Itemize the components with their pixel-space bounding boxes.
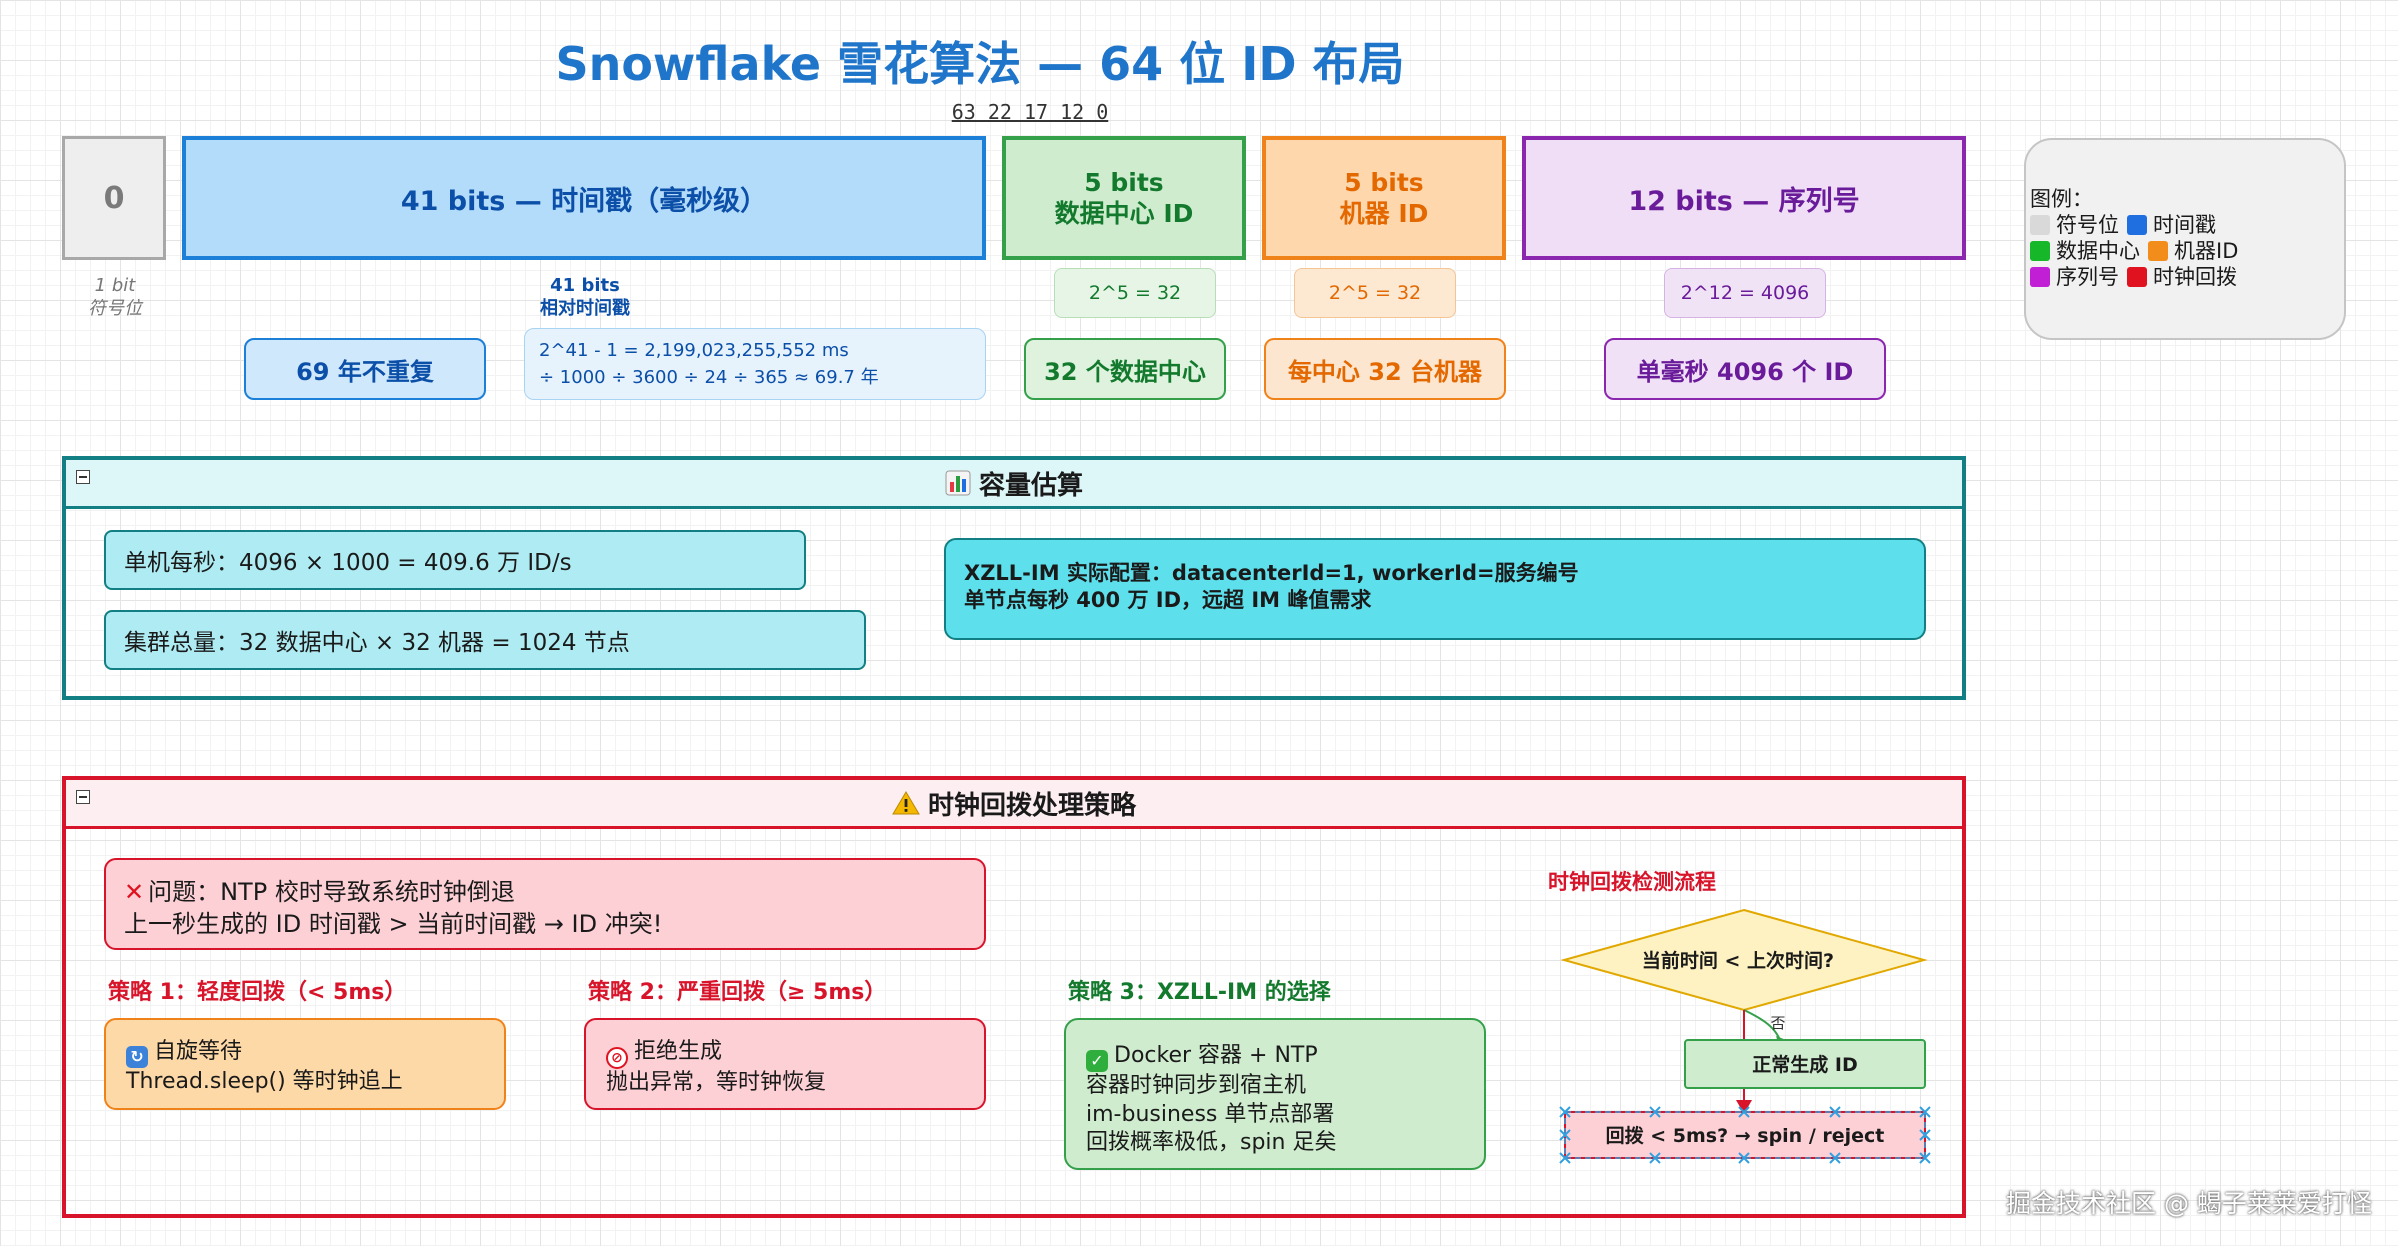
rollback-label: 回拨 < 5ms? → spin / reject bbox=[1606, 1124, 1885, 1147]
normal-generate-label: 正常生成 ID bbox=[1752, 1053, 1857, 1076]
legend-row-2: 数据中心 机器ID bbox=[2030, 238, 2344, 264]
check-icon: ✓ bbox=[1086, 1050, 1108, 1072]
prohibited-icon: ⊘ bbox=[606, 1047, 628, 1069]
legend-label-sequence: 序列号 bbox=[2056, 265, 2119, 289]
strategy-2-line-2: 抛出异常，等时钟恢复 bbox=[606, 1070, 827, 1095]
strategy-3-line-1: ✓ Docker 容器 + NTP bbox=[1086, 1042, 1464, 1072]
strategy-2-line-1: ⊘ 拒绝生成 bbox=[606, 1038, 964, 1069]
worker-summary: 每中心 32 台机器 bbox=[1264, 338, 1506, 400]
strategy-2-text-1: 拒绝生成 bbox=[634, 1039, 723, 1064]
datacenter-field-bits: 5 bits bbox=[1084, 167, 1164, 197]
strategy-1-title: 策略 1：轻度回拨（< 5ms） bbox=[108, 980, 407, 1005]
timestamp-note-label: 相对时间戳 bbox=[540, 298, 630, 320]
no-branch-label: 否 bbox=[1770, 1014, 1785, 1032]
clock-panel-title: 时钟回拨处理策略 bbox=[927, 790, 1136, 821]
page-title: Snowflake 雪花算法 — 64 位 ID 布局 bbox=[555, 37, 1405, 91]
legend: 图例： 符号位 时间戳 数据中心 机器ID 序列号 时钟回拨 bbox=[2024, 138, 2346, 340]
datacenter-field: 5 bits 数据中心 ID bbox=[1002, 136, 1246, 260]
collapse-button[interactable] bbox=[76, 470, 90, 484]
strategy-2-box: ⊘ 拒绝生成 抛出异常，等时钟恢复 bbox=[584, 1018, 986, 1110]
strategy-1-text-1: 自旋等待 bbox=[154, 1039, 243, 1064]
single-node-capacity: 单机每秒：4096 × 1000 = 409.6 万 ID/s bbox=[104, 530, 806, 590]
collapse-button[interactable] bbox=[76, 790, 90, 804]
sequence-summary: 单毫秒 4096 个 ID bbox=[1604, 338, 1886, 400]
legend-row-3: 序列号 时钟回拨 bbox=[2030, 264, 2344, 290]
config-line-2: 单节点每秒 400 万 ID，远超 IM 峰值需求 bbox=[964, 588, 1372, 613]
legend-label-clock: 时钟回拨 bbox=[2153, 265, 2237, 289]
cluster-capacity: 集群总量：32 数据中心 × 32 机器 = 1024 节点 bbox=[104, 610, 866, 670]
timestamp-note: 41 bits 相对时间戳 bbox=[510, 274, 660, 321]
strategy-3-text-1: Docker 容器 + NTP bbox=[1114, 1043, 1318, 1068]
timestamp-calculation: 2^41 - 1 = 2,199,023,255,552 ms ÷ 1000 ÷… bbox=[524, 328, 986, 400]
legend-swatch-sign bbox=[2030, 215, 2050, 235]
flow-title: 时钟回拨检测流程 bbox=[1548, 870, 1716, 894]
worker-exponent: 2^5 = 32 bbox=[1294, 268, 1456, 318]
strategy-3-line-3: im-business 单节点部署 bbox=[1086, 1101, 1335, 1127]
sequence-exponent: 2^12 = 4096 bbox=[1664, 268, 1826, 318]
legend-label-sign: 符号位 bbox=[2056, 213, 2119, 237]
yes-branch-arrowhead bbox=[1736, 1100, 1752, 1114]
legend-label-timestamp: 时间戳 bbox=[2153, 213, 2216, 237]
legend-swatch-datacenter bbox=[2030, 241, 2050, 261]
strategy-3-box: ✓ Docker 容器 + NTP 容器时钟同步到宿主机 im-business … bbox=[1064, 1018, 1486, 1170]
legend-label-datacenter: 数据中心 bbox=[2056, 239, 2140, 263]
bar-chart-icon bbox=[945, 470, 971, 496]
xzll-im-config: XZLL-IM 实际配置：datacenterId=1, workerId=服务… bbox=[944, 538, 1926, 640]
strategy-1-line-1: ↻ 自旋等待 bbox=[126, 1038, 484, 1068]
sequence-field: 12 bits — 序列号 bbox=[1522, 136, 1966, 260]
capacity-panel-title: 容量估算 bbox=[978, 470, 1083, 501]
capacity-panel-header: 容量估算 bbox=[66, 460, 1962, 509]
legend-label-worker: 机器ID bbox=[2174, 239, 2239, 263]
sign-bit-note-label: 符号位 bbox=[88, 298, 142, 320]
problem-line-2: 上一秒生成的 ID 时间戳 > 当前时间戳 → ID 冲突! bbox=[124, 910, 663, 939]
timestamp-note-bits: 41 bits bbox=[550, 275, 620, 296]
worker-field-label: 机器 ID bbox=[1339, 199, 1429, 228]
strategy-3-line-2: 容器时钟同步到宿主机 bbox=[1086, 1073, 1307, 1098]
problem-text-1: 问题：NTP 校时导致系统时钟倒退 bbox=[148, 878, 515, 906]
legend-swatch-clock bbox=[2127, 267, 2147, 287]
clock-panel-header: 时钟回拨处理策略 bbox=[66, 780, 1962, 829]
legend-row-1: 符号位 时间戳 bbox=[2030, 212, 2344, 238]
calc-line-2: ÷ 1000 ÷ 3600 ÷ 24 ÷ 365 ≈ 69.7 年 bbox=[539, 367, 879, 388]
strategy-1-box: ↻ 自旋等待 Thread.sleep() 等时钟追上 bbox=[104, 1018, 506, 1110]
worker-field-bits: 5 bits bbox=[1344, 167, 1424, 197]
legend-title: 图例： bbox=[2030, 187, 2093, 211]
sign-bit-note: 1 bit 符号位 bbox=[60, 274, 170, 321]
warning-icon bbox=[892, 791, 920, 815]
legend-swatch-worker bbox=[2148, 241, 2168, 261]
watermark: 掘金技术社区 @ 蝎子莱莱爱打怪 bbox=[2006, 1189, 2372, 1218]
datacenter-summary: 32 个数据中心 bbox=[1024, 338, 1226, 400]
refresh-icon: ↻ bbox=[126, 1046, 148, 1068]
strategy-1-line-2: Thread.sleep() 等时钟追上 bbox=[126, 1069, 403, 1094]
legend-swatch-sequence bbox=[2030, 267, 2050, 287]
strategy-3-title: 策略 3：XZLL-IM 的选择 bbox=[1068, 980, 1331, 1005]
normal-generate-node[interactable] bbox=[1684, 1039, 1926, 1089]
selection-handles bbox=[1559, 1106, 1931, 1164]
capacity-panel: 容量估算 bbox=[62, 456, 1966, 700]
timestamp-field: 41 bits — 时间戳（毫秒级） bbox=[182, 136, 986, 260]
years-summary: 69 年不重复 bbox=[244, 338, 486, 400]
problem-box: ✕问题：NTP 校时导致系统时钟倒退 上一秒生成的 ID 时间戳 > 当前时间戳… bbox=[104, 858, 986, 950]
decision-label: 当前时间 < 上次时间? bbox=[1642, 949, 1834, 972]
datacenter-field-label: 数据中心 ID bbox=[1054, 199, 1194, 228]
sign-bit-note-bits: 1 bit bbox=[94, 275, 136, 296]
config-line-1: XZLL-IM 实际配置：datacenterId=1, workerId=服务… bbox=[964, 561, 1579, 585]
calc-line-1: 2^41 - 1 = 2,199,023,255,552 ms bbox=[539, 340, 849, 361]
strategy-3-line-4: 回拨概率极低，spin 足矣 bbox=[1086, 1130, 1337, 1156]
bit-positions: 63 22 17 12 0 bbox=[951, 100, 1109, 124]
legend-swatch-timestamp bbox=[2127, 215, 2147, 235]
clock-rollback-panel: 时钟回拨处理策略 bbox=[62, 776, 1966, 1218]
cross-icon: ✕ bbox=[124, 878, 145, 906]
worker-field: 5 bits 机器 ID bbox=[1262, 136, 1506, 260]
strategy-2-title: 策略 2：严重回拨（≥ 5ms） bbox=[588, 980, 887, 1005]
sign-bit-field: 0 bbox=[62, 136, 166, 260]
datacenter-exponent: 2^5 = 32 bbox=[1054, 268, 1216, 318]
problem-line-1: ✕问题：NTP 校时导致系统时钟倒退 bbox=[124, 876, 966, 908]
rollback-flowchart: 当前时间 < 上次时间? 否 是 正常生成 ID 回拨 < 5ms? → spi… bbox=[1559, 908, 1931, 1164]
